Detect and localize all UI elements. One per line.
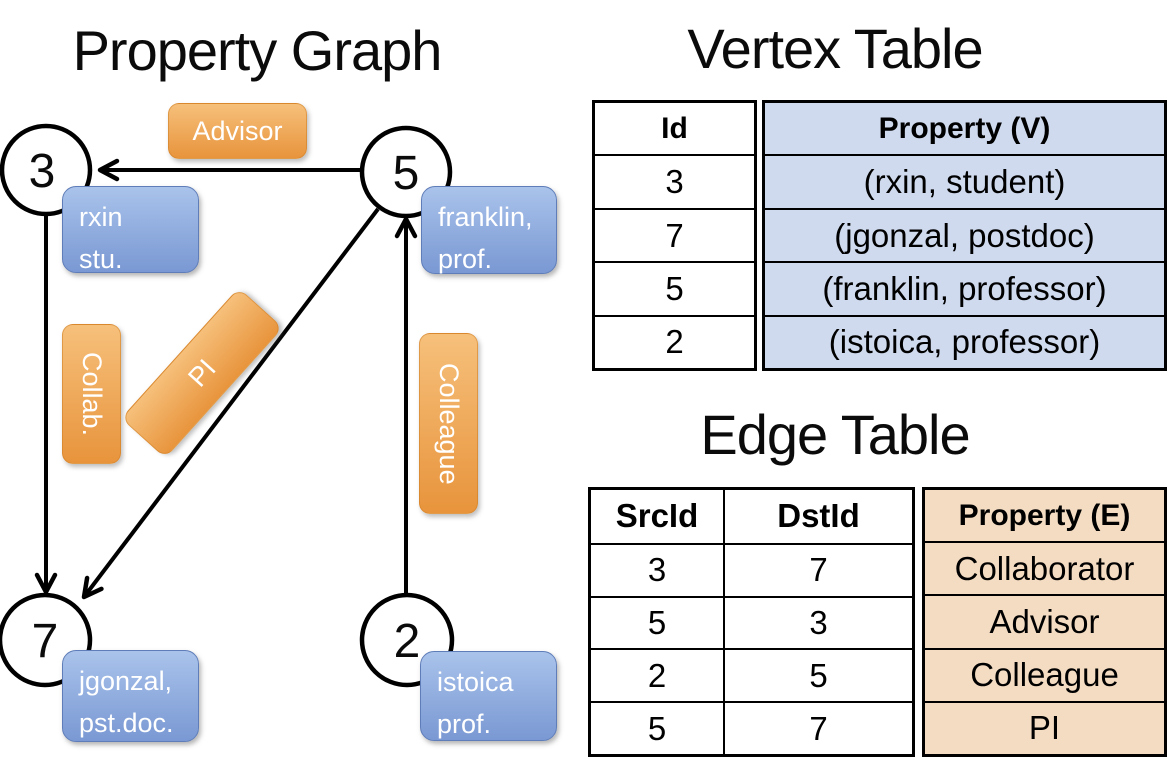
vertex-table-id-cell: 2: [595, 314, 754, 368]
node-5-id: 5: [393, 147, 420, 200]
edge-table-dstid-header: DstId: [777, 497, 860, 535]
edge-table-dst-cell: 5: [725, 648, 912, 701]
edge-table-src-cell: 3: [591, 542, 725, 596]
vertex-callout-jgonzal: jgonzal, pst.doc.: [62, 650, 199, 742]
vertex-callout-rxin-line1: rxin: [79, 202, 123, 232]
vertex-table-title: Vertex Table: [687, 17, 983, 80]
vertex-table-property-cell: (jgonzal, postdoc): [765, 207, 1164, 262]
property-graph-title: Property Graph: [72, 19, 443, 82]
edge-table-id-columns: SrcId DstId 3 7 5 3 2 5 5 7: [588, 487, 915, 757]
node-7-id: 7: [32, 615, 59, 668]
edge-table-property-cell: Colleague: [925, 647, 1164, 701]
vertex-table-id-header: Id: [661, 111, 688, 145]
edge-table-property-cell: Advisor: [925, 594, 1164, 648]
edge-table-src-cell: 2: [591, 648, 725, 702]
vertex-callout-istoica-line2: prof.: [437, 708, 492, 739]
vertex-callout-jgonzal-line1: jgonzal,: [79, 666, 173, 696]
edge-label-collab: Collab.: [62, 324, 121, 464]
edge-table-srcid-header: SrcId: [591, 490, 725, 543]
edge-label-advisor: Advisor: [168, 103, 307, 159]
vertex-callout-franklin: franklin, prof.: [421, 186, 557, 274]
vertex-table-property-header: Property (V): [765, 103, 1164, 155]
vertex-table-id-cell: 7: [595, 207, 754, 261]
vertex-callout-rxin-line2: stu.: [79, 243, 123, 274]
vertex-callout-istoica-line1: istoica: [437, 667, 514, 697]
vertex-table-property-cell: (franklin, professor): [765, 261, 1164, 315]
vertex-callout-franklin-line1: franklin,: [438, 202, 533, 232]
edge-table-src-cell: 5: [591, 701, 725, 754]
edge-table-property-column: Property (E) Collaborator Advisor Collea…: [922, 487, 1167, 757]
node-3-id: 3: [29, 145, 56, 198]
edge-table-dst-cell: 3: [725, 595, 912, 649]
vertex-callout-jgonzal-line2: pst.doc.: [79, 707, 174, 738]
node-2-id: 2: [394, 615, 421, 668]
edge-arrow-5-to-7: [81, 207, 380, 600]
edge-table-title: Edge Table: [700, 403, 970, 466]
edge-table-property-cell: PI: [925, 700, 1164, 755]
vertex-table-property-column: Property (V) (rxin, student) (jgonzal, p…: [762, 100, 1167, 371]
vertex-callout-rxin: rxin stu.: [62, 186, 199, 274]
edge-table-src-cell: 5: [591, 595, 725, 649]
vertex-table-id-cell: 3: [595, 154, 754, 207]
vertex-callout-istoica: istoica prof.: [420, 651, 557, 741]
edge-table-property-cell: Collaborator: [925, 541, 1164, 595]
vertex-table-property-cell: (istoica, professor): [765, 314, 1164, 369]
vertex-table-id-cell: 5: [595, 261, 754, 314]
edge-table-dst-cell: 7: [725, 542, 912, 596]
edge-label-colleague: Colleague: [419, 333, 478, 514]
vertex-table-property-cell: (rxin, student): [765, 154, 1164, 208]
vertex-callout-franklin-line2: prof.: [438, 243, 493, 274]
edge-table-property-header: Property (E): [925, 490, 1164, 542]
edge-table-dst-cell: 7: [725, 701, 912, 754]
vertex-table-id-column: Id 3 7 5 2: [592, 100, 757, 371]
